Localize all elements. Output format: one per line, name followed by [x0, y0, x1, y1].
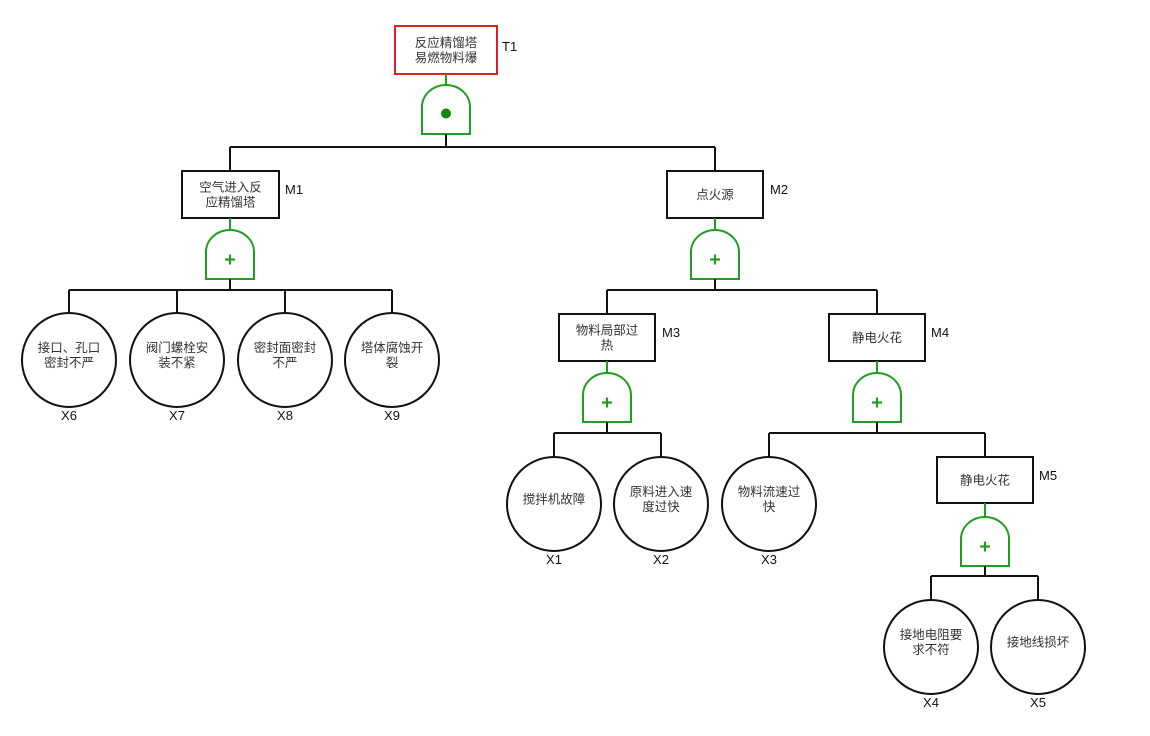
basic-event-circle [721, 456, 817, 552]
intermediate-event-text: 空气进入反 [199, 180, 262, 195]
intermediate-event-text: 静电火花 [852, 330, 902, 345]
or-gate [852, 372, 902, 423]
or-gate [960, 516, 1010, 567]
intermediate-event-box [936, 456, 1034, 504]
basic-event-text: 密封面密封 [254, 340, 317, 355]
top-event-text: 反应精馏塔 [415, 35, 478, 50]
basic-event-text: 求不符 [912, 642, 950, 657]
intermediate-event-text: 物料局部过 [576, 323, 639, 338]
intermediate-event-m2: 点火源 M2 [666, 170, 788, 219]
basic-event-text: 搅拌机故障 [523, 492, 586, 507]
event-id-label: X8 [277, 408, 293, 423]
event-id-label: T1 [502, 39, 517, 54]
event-id-label: X6 [61, 408, 77, 423]
intermediate-event-m5: 静电火花 M5 [936, 456, 1057, 504]
top-event-text: 易燃物料爆 [415, 50, 478, 65]
event-id-label: X4 [923, 695, 939, 710]
event-id-label: X5 [1030, 695, 1046, 710]
event-id-label: X9 [384, 408, 400, 423]
basic-event-text: 裂 [386, 355, 399, 370]
intermediate-event-text: 静电火花 [960, 473, 1010, 488]
intermediate-event-m4: 静电火花 M4 [828, 313, 949, 362]
or-gate [582, 372, 632, 423]
event-id-label: M1 [285, 182, 303, 197]
basic-event-text: 装不紧 [158, 355, 196, 370]
intermediate-event-text: 点火源 [696, 187, 734, 202]
basic-event-text: 接地线损坏 [1007, 635, 1070, 650]
basic-event-x1: 搅拌机故障 X1 [506, 456, 602, 567]
basic-event-text: 塔体腐蚀开 [361, 340, 424, 355]
basic-event-circle [506, 456, 602, 552]
basic-event-text: 快 [763, 499, 776, 514]
event-id-label: X1 [546, 552, 562, 567]
intermediate-event-box [558, 313, 656, 362]
basic-event-circle [613, 456, 709, 552]
basic-event-circle [21, 312, 117, 408]
intermediate-event-text: 应精馏塔 [205, 195, 256, 210]
basic-event-text: 原料进入速 [630, 484, 693, 499]
or-gate [205, 229, 255, 280]
event-id-label: X3 [761, 552, 777, 567]
event-id-label: M5 [1039, 468, 1057, 483]
basic-event-text: 物料流速过 [738, 484, 801, 499]
intermediate-event-box [181, 170, 280, 219]
basic-event-text: 度过快 [642, 499, 680, 514]
intermediate-event-text: 热 [601, 338, 614, 353]
basic-event-circle [129, 312, 225, 408]
intermediate-event-box [666, 170, 764, 219]
basic-event-text: 接地电阻要 [900, 627, 963, 642]
basic-event-text: 密封不严 [44, 355, 94, 370]
event-id-label: M2 [770, 182, 788, 197]
and-symbol-dot-icon [441, 108, 451, 119]
basic-event-circle [344, 312, 440, 408]
and-gate [421, 84, 471, 135]
or-gate [690, 229, 740, 280]
event-id-label: X2 [653, 552, 669, 567]
basic-event-x5: 接地线损坏 X5 [990, 599, 1086, 710]
event-id-label: M3 [662, 325, 680, 340]
basic-event-circle [883, 599, 979, 695]
basic-event-text: 阀门螺栓安 [146, 340, 209, 355]
event-id-label: X7 [169, 408, 185, 423]
event-id-label: M4 [931, 325, 949, 340]
basic-event-text: 接口、孔口 [38, 340, 101, 355]
top-event-box [394, 25, 498, 75]
basic-event-circle [237, 312, 333, 408]
basic-event-circle [990, 599, 1086, 695]
basic-event-text: 不严 [272, 355, 297, 370]
